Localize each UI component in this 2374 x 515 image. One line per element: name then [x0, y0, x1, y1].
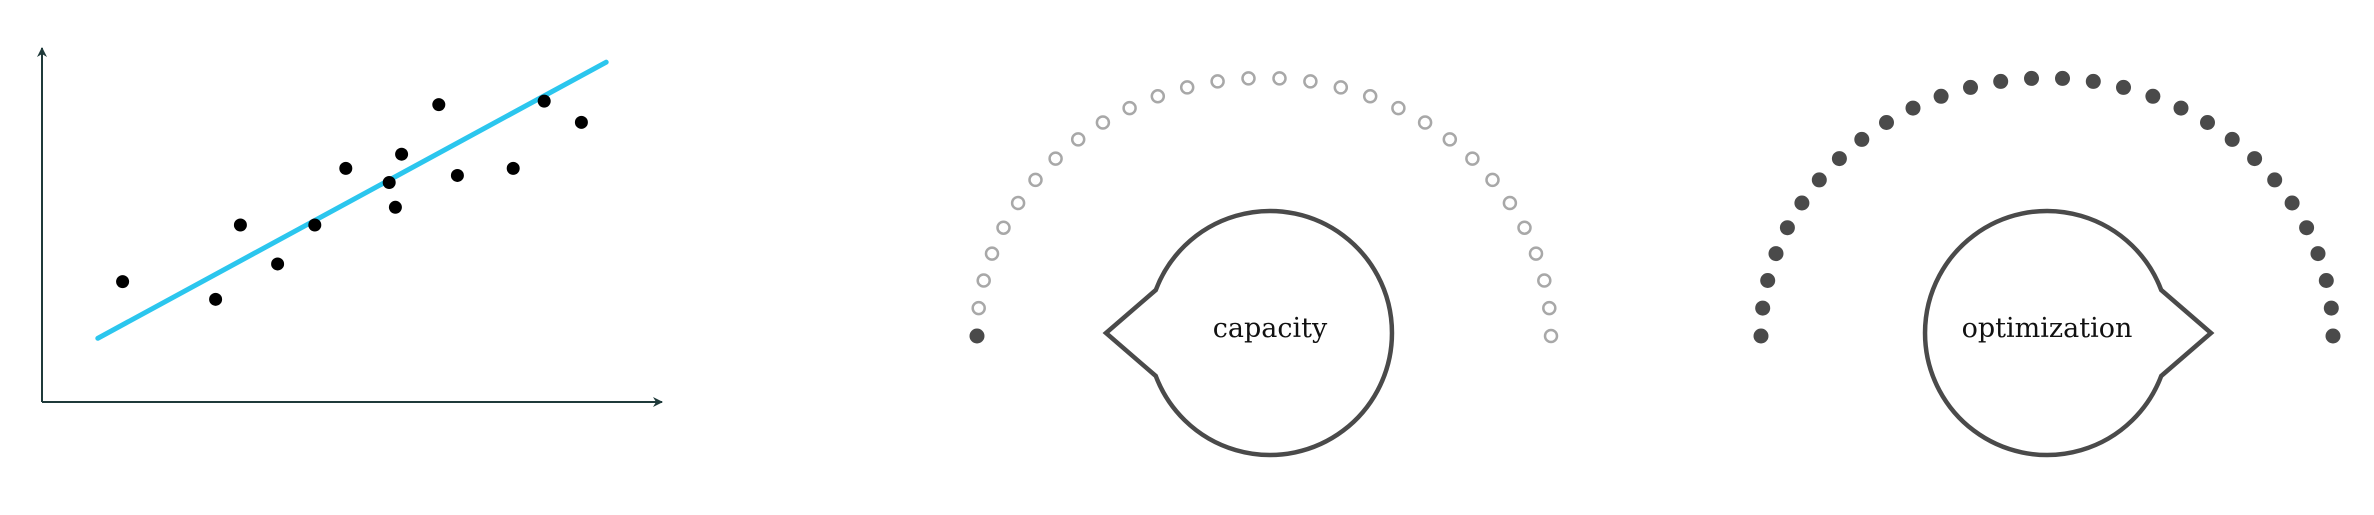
filled-dot [2325, 328, 2341, 344]
filled-dot [1854, 131, 1870, 147]
hollow-dot [1179, 80, 1195, 95]
scatter-point [388, 200, 402, 214]
filled-dot [2323, 300, 2339, 316]
filled-dot [1811, 172, 1827, 188]
scatter-point [574, 115, 588, 129]
scatter-point [308, 218, 322, 232]
regression-line [95, 59, 609, 341]
filled-dot [2055, 70, 2070, 86]
hollow-dot [1542, 300, 1557, 316]
filled-dot [1879, 115, 1894, 130]
scatter-point [537, 94, 551, 108]
scatter-point [209, 292, 223, 306]
scatter-point [395, 147, 409, 161]
hollow-dot [971, 300, 986, 316]
hollow-dot [1028, 172, 1043, 188]
scatter-points [116, 94, 588, 306]
hollow-dot [1333, 80, 1349, 95]
filled-dot [1753, 328, 1769, 344]
filled-dot [2024, 70, 2039, 86]
filled-dot [1993, 73, 2009, 89]
optimization-dot-arc [1753, 70, 2341, 344]
filled-dot [2085, 73, 2101, 89]
filled-dot [1779, 220, 1795, 236]
hollow-dot [1417, 115, 1433, 130]
filled-dot [1755, 300, 1771, 316]
scatter-chart [37, 47, 663, 407]
capacity-speech-bubble [1102, 208, 1395, 458]
hollow-dot [1210, 74, 1225, 89]
hollow-dot [984, 246, 1000, 261]
filled-dot [1768, 246, 1784, 262]
hollow-dot [1070, 132, 1086, 147]
optimization-speech-bubble [1922, 208, 2215, 458]
scatter-point [450, 168, 464, 182]
filled-dot [1760, 273, 1776, 288]
hollow-dot [1517, 220, 1532, 235]
filled-dot [2284, 195, 2300, 211]
hollow-dot [1391, 100, 1406, 116]
filled-dot [2318, 273, 2334, 288]
filled-dot [2310, 246, 2326, 262]
scatter-point [233, 218, 247, 232]
hollow-dot [1362, 89, 1378, 104]
hollow-dot [1241, 71, 1256, 86]
capacity-label: capacity [1213, 313, 1328, 344]
filled-dot [2116, 79, 2131, 95]
filled-dot [2247, 151, 2263, 167]
hollow-dot [1010, 195, 1026, 211]
hollow-dot [1048, 151, 1063, 166]
filled-dot [2173, 100, 2189, 116]
hollow-dot [1303, 74, 1318, 89]
hollow-dot [1150, 89, 1166, 104]
scatter-point [432, 98, 446, 112]
filled-dot [969, 328, 985, 344]
filled-dot [1831, 151, 1847, 167]
filled-dot [1963, 79, 1978, 95]
scatter-point [271, 257, 285, 271]
hollow-dot [1528, 246, 1544, 261]
hollow-dot [1485, 172, 1500, 188]
hollow-dot [1272, 71, 1287, 86]
hollow-dot [1502, 195, 1518, 211]
filled-dot [2299, 220, 2315, 236]
hollow-dot [1095, 115, 1111, 130]
hollow-dot [1442, 132, 1458, 147]
filled-dot [2267, 172, 2283, 188]
hollow-dot [1537, 273, 1552, 288]
scatter-point [116, 275, 130, 289]
filled-dot [2200, 115, 2215, 130]
hollow-dot [1122, 100, 1137, 116]
optimization-gauge: optimization [1753, 70, 2341, 458]
scatter-point [339, 161, 353, 175]
filled-dot [1933, 88, 1949, 104]
scatter-point [382, 176, 396, 190]
filled-dot [2145, 88, 2161, 104]
hollow-dot [996, 220, 1011, 235]
scatter-point [506, 161, 520, 175]
hollow-dot [1543, 328, 1559, 344]
filled-dot [2224, 131, 2240, 147]
capacity-gauge: capacity [969, 71, 1559, 458]
capacity-dot-arc [969, 71, 1559, 344]
hollow-dot [976, 273, 991, 288]
hollow-dot [1465, 151, 1480, 166]
optimization-label: optimization [1962, 313, 2133, 344]
filled-dot [1794, 195, 1810, 211]
filled-dot [1905, 100, 1921, 116]
